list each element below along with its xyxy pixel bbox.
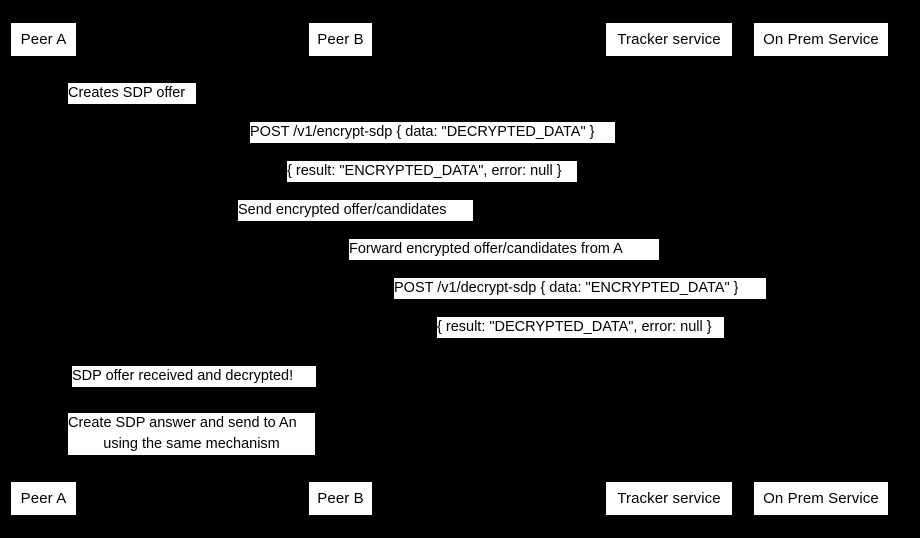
participant-header-on-prem-service-label: On Prem Service bbox=[763, 31, 879, 48]
participant-header-peer-a-label: Peer A bbox=[20, 31, 67, 48]
message-arrow-5 bbox=[340, 260, 669, 261]
participant-footer-peer-b[interactable]: Peer B bbox=[308, 481, 373, 516]
message-arrow-2 bbox=[43, 143, 821, 144]
lifeline-peer-a bbox=[43, 57, 44, 481]
message-arrow-7 bbox=[340, 338, 821, 339]
message-label-sdp-offer-received: SDP offer received and decrypted! bbox=[72, 366, 316, 387]
participant-footer-on-prem-service-label: On Prem Service bbox=[763, 490, 879, 507]
message-label-post-decrypt-sdp: POST /v1/decrypt-sdp { data: "ENCRYPTED_… bbox=[394, 278, 766, 299]
message-label-creates-sdp-offer: Creates SDP offer bbox=[68, 83, 196, 104]
message-label-create-sdp-answer-line-2: using the same mechanism bbox=[103, 436, 280, 452]
message-label-encrypt-sdp-result: { result: "ENCRYPTED_DATA", error: null … bbox=[287, 161, 577, 182]
participant-header-tracker-service[interactable]: Tracker service bbox=[605, 22, 733, 57]
message-arrow-6 bbox=[340, 299, 821, 300]
message-label-forward-encrypted-offer: Forward encrypted offer/candidates from … bbox=[349, 239, 659, 260]
participant-header-peer-b[interactable]: Peer B bbox=[308, 22, 373, 57]
lifeline-peer-b bbox=[340, 57, 341, 481]
message-label-decrypt-sdp-result: { result: "DECRYPTED_DATA", error: null … bbox=[437, 317, 724, 338]
participant-footer-on-prem-service[interactable]: On Prem Service bbox=[753, 481, 889, 516]
message-arrow-3 bbox=[43, 182, 821, 183]
participant-footer-tracker-service[interactable]: Tracker service bbox=[605, 481, 733, 516]
message-label-post-encrypt-sdp: POST /v1/encrypt-sdp { data: "DECRYPTED_… bbox=[250, 122, 615, 143]
message-label-create-sdp-answer: Create SDP answer and send to An using t… bbox=[68, 413, 315, 455]
message-label-send-encrypted-offer: Send encrypted offer/candidates bbox=[238, 200, 473, 221]
message-arrow-8 bbox=[43, 387, 340, 388]
participant-header-peer-a[interactable]: Peer A bbox=[10, 22, 77, 57]
participant-header-on-prem-service[interactable]: On Prem Service bbox=[753, 22, 889, 57]
message-arrow-1 bbox=[43, 104, 103, 105]
participant-header-peer-b-label: Peer B bbox=[317, 31, 364, 48]
message-arrow-4 bbox=[43, 221, 669, 222]
message-label-create-sdp-answer-line-1: Create SDP answer and send to An bbox=[68, 415, 297, 431]
participant-footer-peer-b-label: Peer B bbox=[317, 490, 364, 507]
lifeline-tracker-service bbox=[669, 57, 670, 481]
participant-footer-peer-a[interactable]: Peer A bbox=[10, 481, 77, 516]
participant-footer-tracker-service-label: Tracker service bbox=[617, 490, 721, 507]
participant-header-tracker-service-label: Tracker service bbox=[617, 31, 721, 48]
participant-footer-peer-a-label: Peer A bbox=[20, 490, 67, 507]
message-arrow-9 bbox=[43, 455, 340, 456]
lifeline-on-prem-service bbox=[821, 57, 822, 481]
